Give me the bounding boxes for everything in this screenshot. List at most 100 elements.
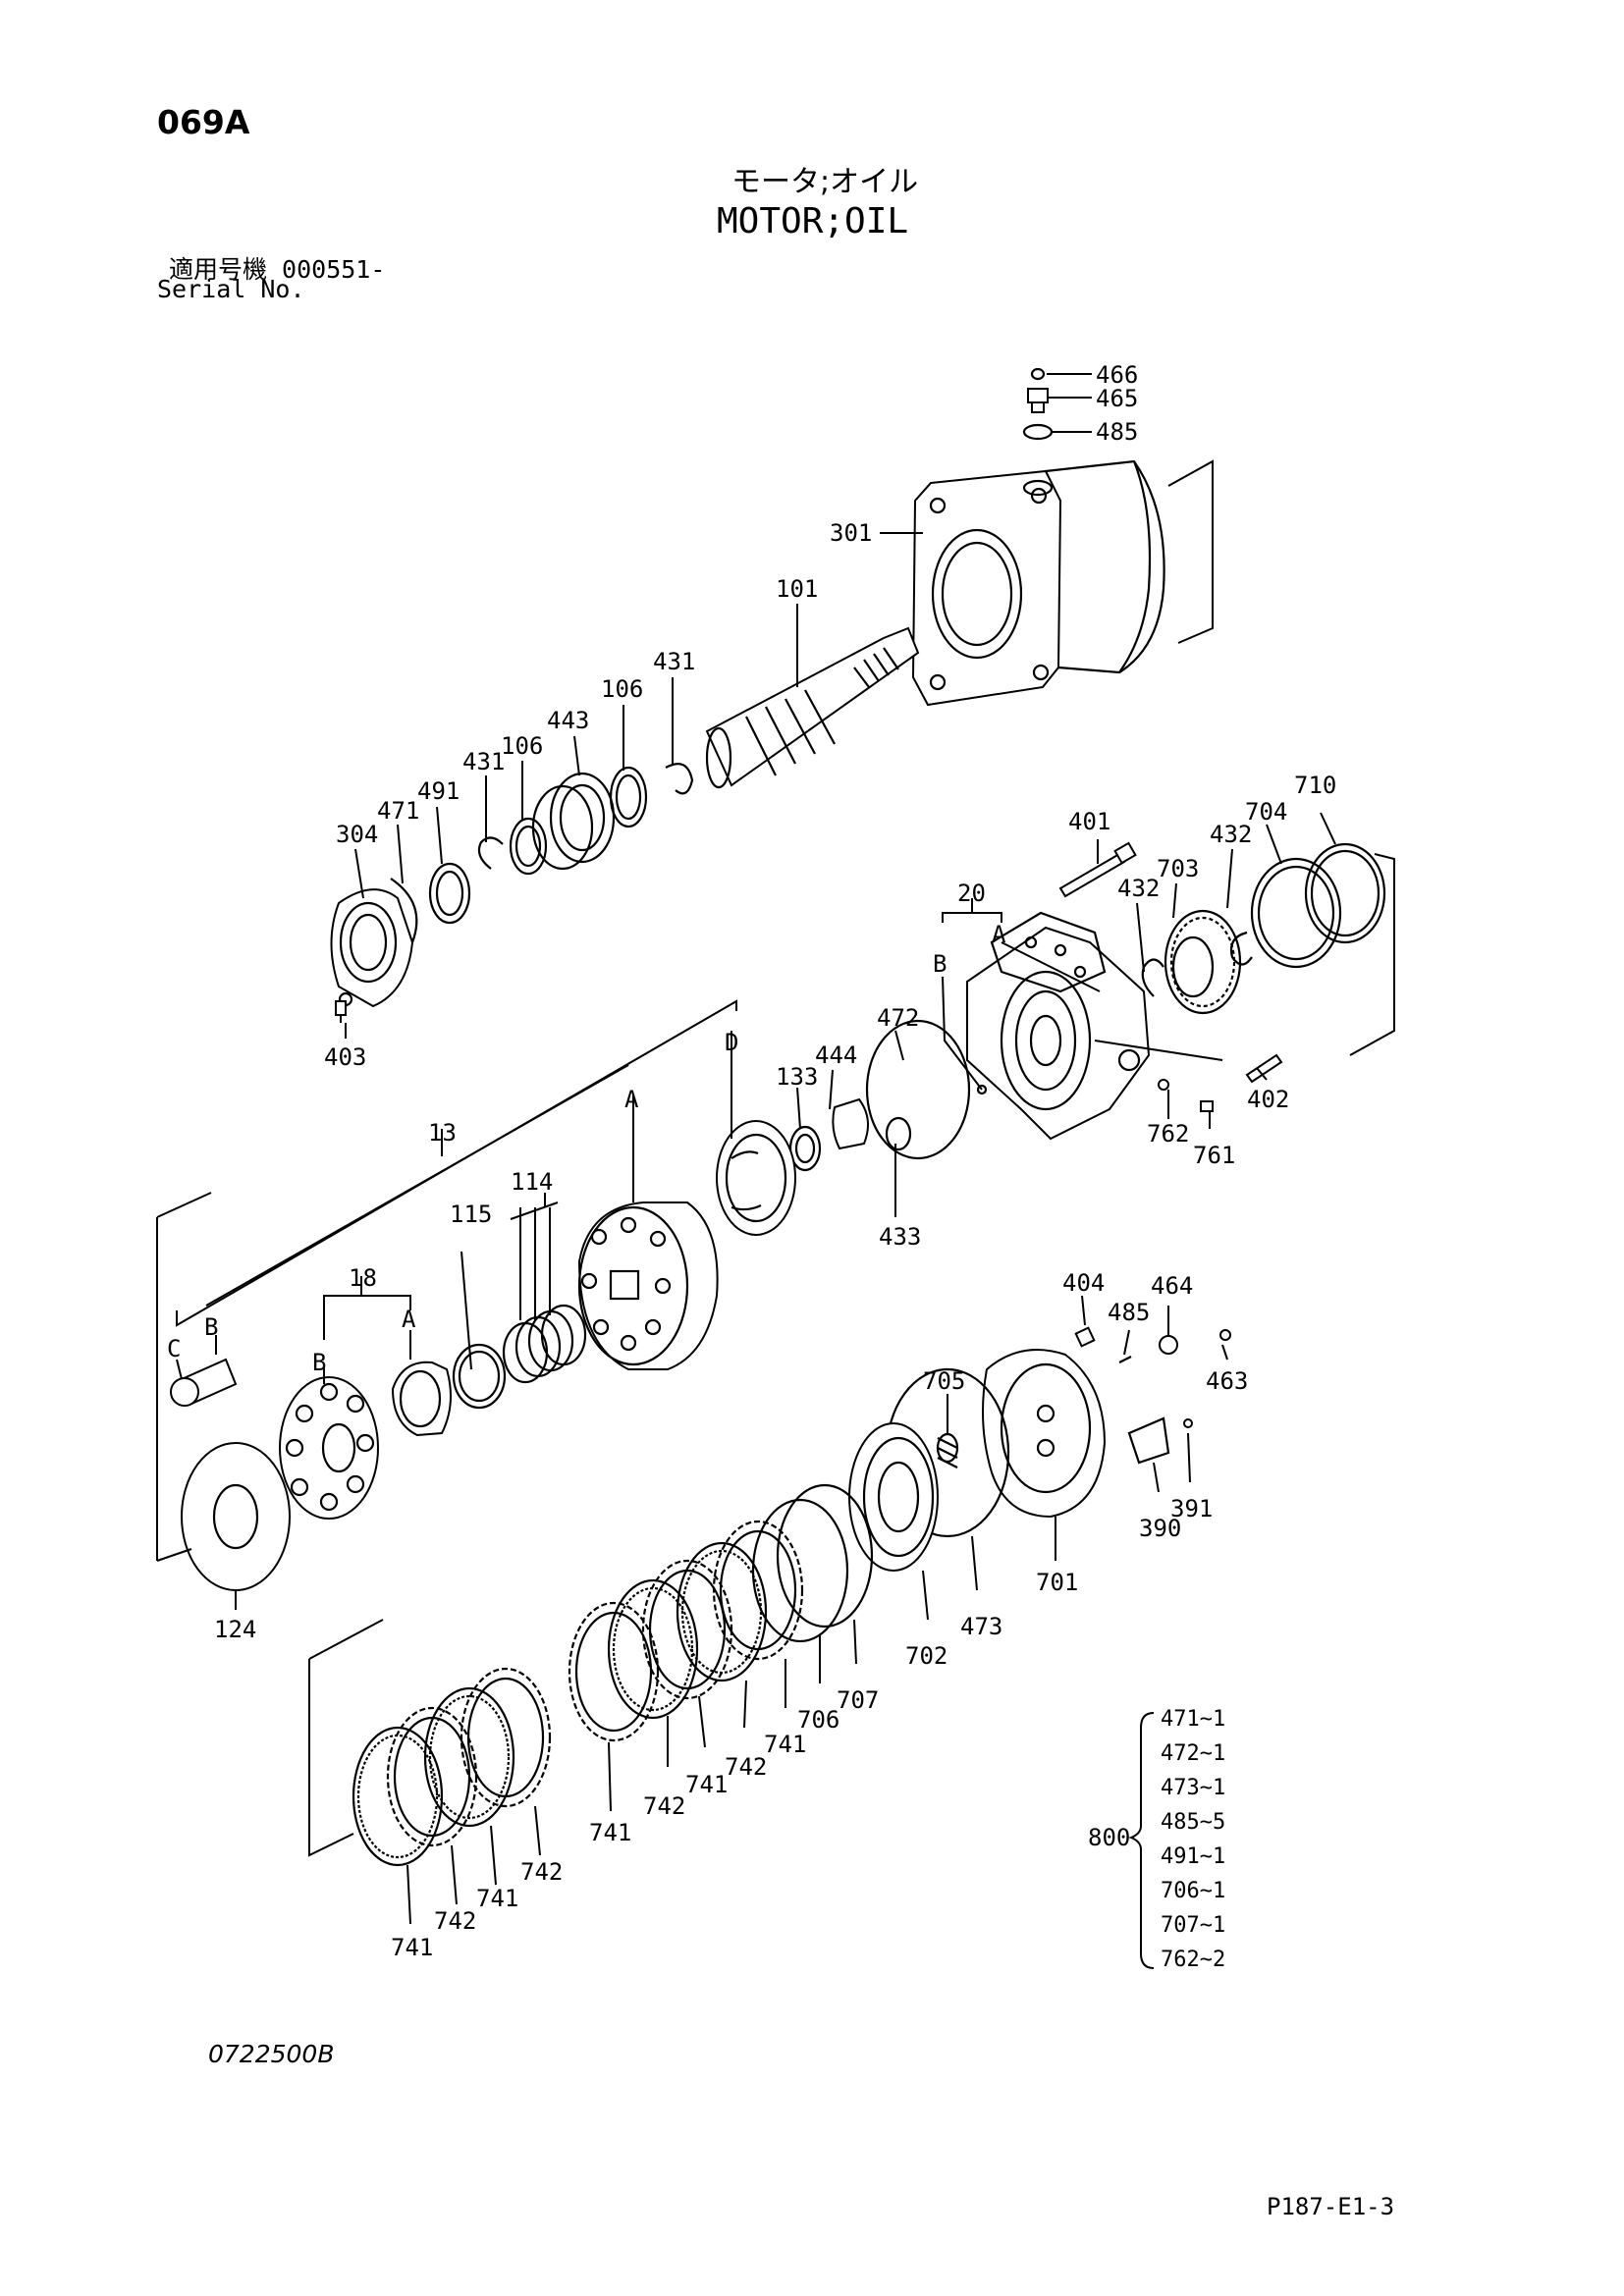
callout-742: 742 bbox=[725, 1753, 767, 1781]
page-reference: P187-E1-3 bbox=[1267, 2193, 1395, 2220]
spherical-bush-drawing bbox=[391, 1361, 452, 1437]
serial-label: Serial No. bbox=[157, 275, 305, 303]
ring-707-drawing bbox=[776, 1483, 874, 1629]
callout-464: 464 bbox=[1151, 1272, 1193, 1300]
seal-kit-item: 707~1 bbox=[1161, 1913, 1225, 1938]
bolt-402-drawing bbox=[976, 1053, 1283, 1112]
callout-404: 404 bbox=[1062, 1269, 1105, 1297]
callout-491: 491 bbox=[417, 777, 460, 805]
bracket-lower bbox=[308, 1619, 384, 1857]
callout-703: 703 bbox=[1157, 855, 1199, 882]
valve-plate-drawing bbox=[716, 1120, 796, 1236]
callout-432: 432 bbox=[1117, 875, 1160, 902]
callout-471: 471 bbox=[377, 797, 419, 825]
seal-kit-800: 800 471~1 472~1 473~1 485~5 491~1 706~1 … bbox=[1088, 1707, 1225, 1972]
callout-13: 13 bbox=[428, 1119, 457, 1147]
callout-390: 390 bbox=[1139, 1515, 1181, 1542]
callout-762: 762 bbox=[1147, 1120, 1189, 1148]
callout-101: 101 bbox=[776, 575, 818, 603]
callout-473: 473 bbox=[960, 1613, 1002, 1640]
callout-485: 485 bbox=[1108, 1299, 1150, 1326]
callout-133: 133 bbox=[776, 1063, 818, 1091]
bracket-left bbox=[156, 1192, 212, 1562]
seal-kit-item: 762~2 bbox=[1161, 1948, 1225, 1972]
callout-114: 114 bbox=[511, 1168, 553, 1196]
callout-463: 463 bbox=[1206, 1367, 1248, 1395]
valve-block-20-drawing bbox=[966, 911, 1151, 1141]
callout-18: 18 bbox=[349, 1264, 377, 1292]
bearing-ring-set-drawing bbox=[390, 763, 694, 943]
callout-431: 431 bbox=[462, 748, 505, 775]
cover-304-drawing bbox=[330, 888, 414, 1008]
seal-kit-item: 706~1 bbox=[1161, 1879, 1225, 1903]
callout-742: 742 bbox=[643, 1792, 685, 1820]
callout-741: 741 bbox=[391, 1934, 433, 1961]
drawing-number: 0722500B bbox=[208, 2040, 335, 2068]
callout-704: 704 bbox=[1245, 798, 1287, 826]
callout-C: C bbox=[167, 1335, 181, 1362]
callout-B: B bbox=[312, 1349, 326, 1376]
callout-403: 403 bbox=[324, 1043, 366, 1071]
leader-lines bbox=[176, 373, 1336, 1925]
retainer-plate-drawing bbox=[279, 1376, 379, 1520]
friction-plates-drawing bbox=[352, 1520, 804, 1867]
callout-710: 710 bbox=[1294, 772, 1336, 799]
callout-761: 761 bbox=[1193, 1142, 1235, 1169]
callout-742: 742 bbox=[434, 1907, 476, 1935]
seal-kit-item: 471~1 bbox=[1161, 1707, 1225, 1732]
callout-304: 304 bbox=[336, 821, 378, 848]
callout-485: 485 bbox=[1096, 418, 1138, 446]
plug-stack-drawing bbox=[1022, 367, 1054, 441]
cover-fasteners-drawing bbox=[1074, 1326, 1231, 1465]
page-code: 069A bbox=[157, 103, 250, 141]
spring-114-drawing bbox=[452, 1304, 587, 1410]
callout-741: 741 bbox=[685, 1771, 728, 1798]
seal-kit-item: 473~1 bbox=[1161, 1776, 1225, 1800]
page-title-japanese: モータ;オイル bbox=[731, 165, 919, 199]
callout-707: 707 bbox=[837, 1686, 879, 1714]
callout-433: 433 bbox=[879, 1223, 921, 1251]
callout-741: 741 bbox=[764, 1731, 806, 1758]
callout-20: 20 bbox=[957, 880, 986, 907]
callout-301: 301 bbox=[830, 519, 872, 547]
seal-kit-item: 472~1 bbox=[1161, 1741, 1225, 1766]
callout-106: 106 bbox=[601, 675, 643, 703]
rear-cover-701-drawing bbox=[982, 1349, 1107, 1519]
shaft-101-drawing bbox=[705, 626, 920, 789]
callout-A: A bbox=[402, 1306, 416, 1333]
seal-kit-label: 800 bbox=[1088, 1824, 1130, 1851]
callout-472: 472 bbox=[877, 1004, 919, 1032]
callout-443: 443 bbox=[547, 707, 589, 734]
callout-466: 466 bbox=[1096, 361, 1138, 389]
gear-703-drawing bbox=[1141, 842, 1395, 1056]
callout-465: 465 bbox=[1096, 385, 1138, 412]
callout-labels: 466 465 485 301 101 431 106 443 106 431 … bbox=[167, 361, 1336, 1961]
callout-D: D bbox=[725, 1029, 738, 1056]
piston-drawing bbox=[170, 1358, 238, 1407]
ring-group-472-drawing bbox=[788, 1019, 971, 1172]
callout-742: 742 bbox=[520, 1858, 563, 1886]
seal-kit-item: 485~5 bbox=[1161, 1810, 1225, 1835]
callout-402: 402 bbox=[1247, 1086, 1289, 1113]
page-title: MOTOR;OIL bbox=[717, 201, 909, 241]
serial-label-japanese: 適用号機 000551- bbox=[169, 255, 386, 284]
callout-391: 391 bbox=[1170, 1495, 1213, 1522]
callout-701: 701 bbox=[1036, 1569, 1078, 1596]
callout-115: 115 bbox=[450, 1201, 492, 1228]
swash-plate-124-drawing bbox=[181, 1442, 291, 1591]
callout-702: 702 bbox=[905, 1642, 947, 1670]
callout-B: B bbox=[204, 1313, 218, 1341]
callout-106: 106 bbox=[501, 732, 543, 760]
bolt-403-drawing bbox=[335, 1000, 347, 1023]
cylinder-block-drawing bbox=[577, 1201, 719, 1370]
callout-444: 444 bbox=[815, 1041, 857, 1069]
callout-705: 705 bbox=[923, 1367, 965, 1395]
callout-741: 741 bbox=[476, 1885, 518, 1912]
seal-kit-item: 491~1 bbox=[1161, 1844, 1225, 1869]
ring-706-drawing bbox=[751, 1498, 849, 1643]
callout-741: 741 bbox=[589, 1819, 631, 1846]
callout-431: 431 bbox=[653, 648, 695, 675]
bolt-401-drawing bbox=[1058, 841, 1137, 898]
callout-401: 401 bbox=[1068, 808, 1110, 835]
